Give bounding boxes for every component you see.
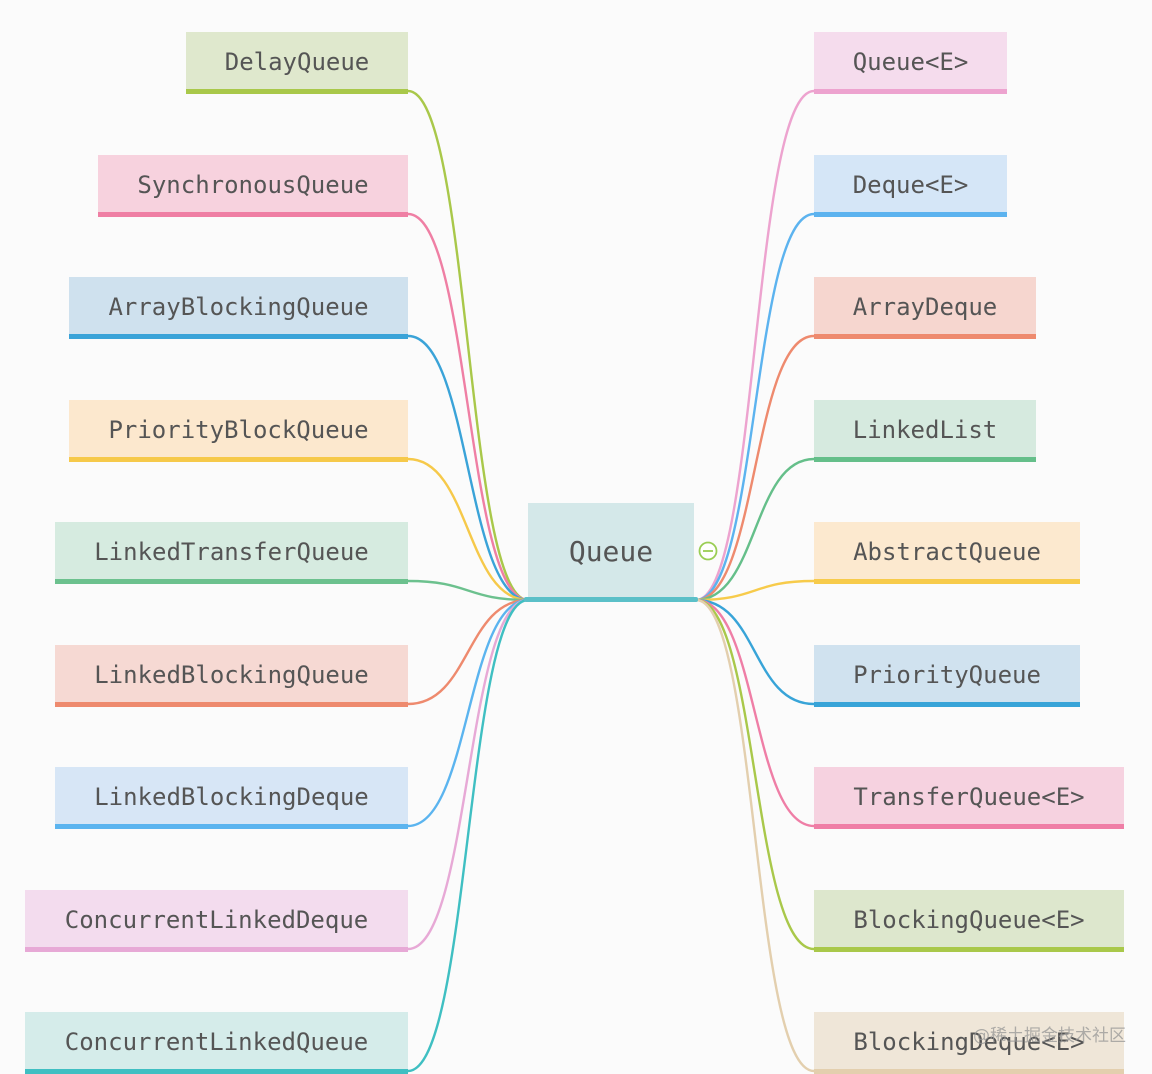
right-node-linkedlist-connector xyxy=(694,457,816,602)
left-node-linkedblockingdeque-box xyxy=(55,767,408,825)
left-node-concurrentlinkedqueue-label: ConcurrentLinkedQueue xyxy=(65,1028,368,1056)
right-node-linkedlist-label: LinkedList xyxy=(853,416,998,444)
right-node-blockingqueue-e-box xyxy=(814,890,1124,948)
right-node-arraydeque-connector xyxy=(694,334,816,602)
left-node-linkedblockingdeque[interactable]: LinkedBlockingDeque xyxy=(55,767,408,829)
left-node-linkedblockingdeque-label: LinkedBlockingDeque xyxy=(94,783,369,811)
left-node-delayqueue[interactable]: DelayQueue xyxy=(186,32,408,94)
right-node-transferqueue-e-connector xyxy=(694,598,816,828)
right-node-arraydeque[interactable]: ArrayDeque xyxy=(814,277,1036,339)
left-node-priorityblockqueue-label: PriorityBlockQueue xyxy=(108,416,368,444)
left-node-synchronousqueue-connector xyxy=(406,212,530,602)
left-node-delayqueue-box xyxy=(186,32,408,90)
right-node-priorityqueue-box xyxy=(814,645,1080,703)
right-node-blockingqueue-e-underline xyxy=(814,947,1124,952)
right-node-priorityqueue-underline xyxy=(814,702,1080,707)
right-node-blockingqueue-e[interactable]: BlockingQueue<E> xyxy=(814,890,1124,952)
left-node-linkedblockingdeque-connector xyxy=(406,598,530,828)
right-node-transferqueue-e-underline xyxy=(814,824,1124,829)
right-node-abstractqueue-box xyxy=(814,522,1080,580)
left-node-linkedtransferqueue-connector xyxy=(406,579,530,602)
right-node-transferqueue-e-box xyxy=(814,767,1124,825)
right-node-deque-e-underline xyxy=(814,212,1007,217)
right-node-deque-e-connector xyxy=(694,212,816,602)
left-node-priorityblockqueue-connector xyxy=(406,457,530,602)
left-node-linkedtransferqueue-box xyxy=(55,522,408,580)
right-node-deque-e[interactable]: Deque<E> xyxy=(814,155,1007,217)
left-node-linkedtransferqueue[interactable]: LinkedTransferQueue xyxy=(55,522,408,584)
left-node-concurrentlinkeddeque-label: ConcurrentLinkedDeque xyxy=(65,906,368,934)
right-node-queue-e-box xyxy=(814,32,1007,90)
right-node-abstractqueue[interactable]: AbstractQueue xyxy=(814,522,1080,584)
left-node-concurrentlinkedqueue-underline xyxy=(25,1069,408,1074)
right-node-arraydeque-underline xyxy=(814,334,1036,339)
left-node-linkedblockingqueue-connector xyxy=(406,598,530,706)
left-node-concurrentlinkedqueue[interactable]: ConcurrentLinkedQueue xyxy=(25,1012,408,1074)
right-node-blockingqueue-e-label: BlockingQueue<E> xyxy=(853,906,1084,934)
root-node[interactable]: Queue xyxy=(524,503,718,602)
right-node-linkedlist-underline xyxy=(814,457,1036,462)
left-node-arrayblockingqueue-label: ArrayBlockingQueue xyxy=(108,293,368,321)
left-node-concurrentlinkeddeque-connector xyxy=(406,598,530,951)
right-node-blockingdeque-e-underline xyxy=(814,1069,1124,1074)
right-node-abstractqueue-connector xyxy=(694,579,816,602)
left-node-concurrentlinkedqueue-box xyxy=(25,1012,408,1070)
left-node-concurrentlinkeddeque-box xyxy=(25,890,408,948)
right-node-linkedlist[interactable]: LinkedList xyxy=(814,400,1036,462)
right-node-priorityqueue-label: PriorityQueue xyxy=(853,661,1041,689)
right-node-queue-e[interactable]: Queue<E> xyxy=(814,32,1007,94)
right-node-blockingqueue-e-connector xyxy=(694,598,816,951)
left-node-delayqueue-label: DelayQueue xyxy=(225,48,370,76)
root-node-box xyxy=(528,503,694,599)
left-node-linkedblockingqueue-box xyxy=(55,645,408,703)
right-node-arraydeque-label: ArrayDeque xyxy=(853,293,998,321)
left-node-linkedblockingdeque-underline xyxy=(55,824,408,829)
left-node-linkedtransferqueue-label: LinkedTransferQueue xyxy=(94,538,369,566)
minus-circle-icon[interactable] xyxy=(698,541,718,561)
left-node-synchronousqueue-box xyxy=(98,155,408,213)
left-node-concurrentlinkeddeque[interactable]: ConcurrentLinkedDeque xyxy=(25,890,408,952)
right-node-blockingdeque-e[interactable]: BlockingDeque<E> xyxy=(814,1012,1124,1074)
root-node-underline xyxy=(524,597,698,602)
left-node-priorityblockqueue-underline xyxy=(69,457,408,462)
left-node-delayqueue-underline xyxy=(186,89,408,94)
left-node-concurrentlinkedqueue-connector xyxy=(406,598,530,1073)
right-node-arraydeque-box xyxy=(814,277,1036,335)
right-node-linkedlist-box xyxy=(814,400,1036,458)
right-node-abstractqueue-label: AbstractQueue xyxy=(853,538,1041,566)
right-node-queue-e-connector xyxy=(694,89,816,602)
left-node-synchronousqueue-underline xyxy=(98,212,408,217)
right-node-transferqueue-e[interactable]: TransferQueue<E> xyxy=(814,767,1124,829)
left-node-linkedblockingqueue-underline xyxy=(55,702,408,707)
right-node-blockingdeque-e-box xyxy=(814,1012,1124,1070)
left-node-synchronousqueue[interactable]: SynchronousQueue xyxy=(98,155,408,217)
left-node-arrayblockingqueue-connector xyxy=(406,334,530,602)
watermark: @稀土掘金技术社区 xyxy=(973,1026,1126,1046)
right-node-queue-e-label: Queue<E> xyxy=(853,48,969,76)
left-node-linkedtransferqueue-underline xyxy=(55,579,408,584)
right-node-queue-e-underline xyxy=(814,89,1007,94)
right-node-abstractqueue-underline xyxy=(814,579,1080,584)
left-node-arrayblockingqueue-underline xyxy=(69,334,408,339)
right-node-deque-e-label: Deque<E> xyxy=(853,171,969,199)
root-node-label: Queue xyxy=(569,535,653,568)
left-node-priorityblockqueue-box xyxy=(69,400,408,458)
left-node-concurrentlinkeddeque-underline xyxy=(25,947,408,952)
nodes: DelayQueueSynchronousQueueArrayBlockingQ… xyxy=(25,32,1124,1074)
left-node-priorityblockqueue[interactable]: PriorityBlockQueue xyxy=(69,400,408,462)
left-node-arrayblockingqueue-box xyxy=(69,277,408,335)
right-node-transferqueue-e-label: TransferQueue<E> xyxy=(853,783,1084,811)
right-node-blockingdeque-e-connector xyxy=(694,598,816,1073)
left-node-linkedblockingqueue[interactable]: LinkedBlockingQueue xyxy=(55,645,408,707)
left-node-synchronousqueue-label: SynchronousQueue xyxy=(137,171,368,199)
right-node-blockingdeque-e-label: BlockingDeque<E> xyxy=(853,1028,1084,1056)
left-node-arrayblockingqueue[interactable]: ArrayBlockingQueue xyxy=(69,277,408,339)
left-node-delayqueue-connector xyxy=(406,89,530,602)
right-node-priorityqueue-connector xyxy=(694,598,816,706)
left-node-linkedblockingqueue-label: LinkedBlockingQueue xyxy=(94,661,369,689)
connectors xyxy=(406,89,816,1073)
right-node-deque-e-box xyxy=(814,155,1007,213)
right-node-priorityqueue[interactable]: PriorityQueue xyxy=(814,645,1080,707)
